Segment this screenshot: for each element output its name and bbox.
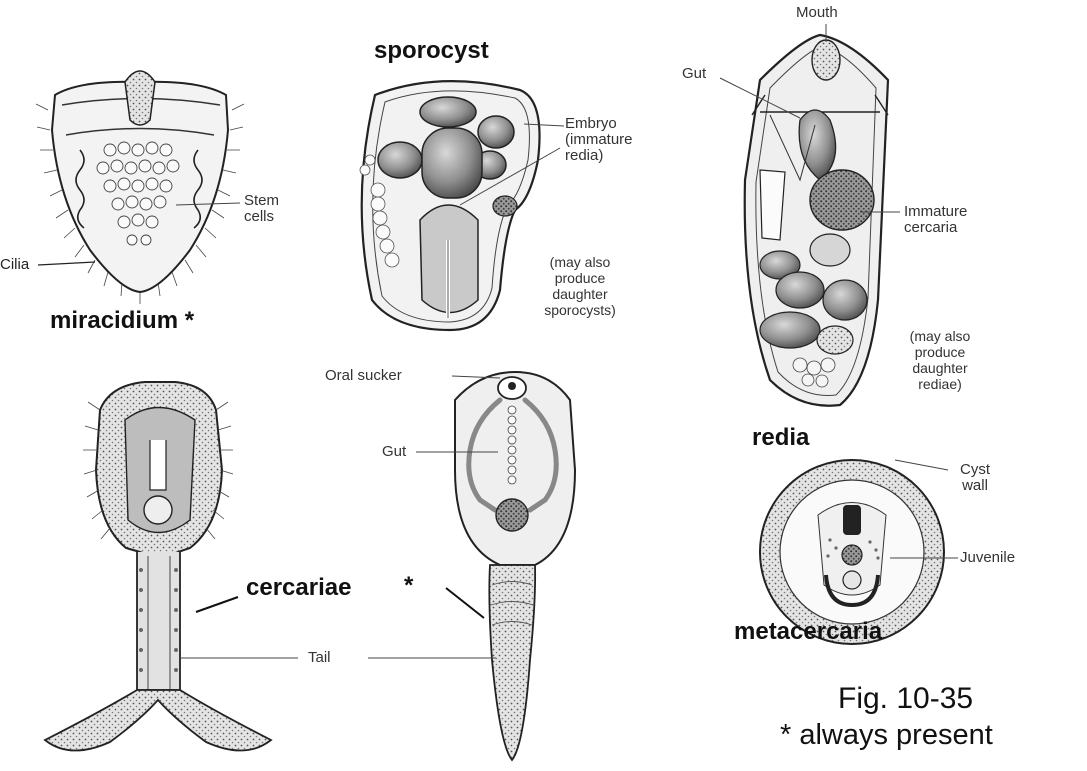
redia-title: redia bbox=[752, 424, 809, 452]
sporocyst-note-line-1: (may also bbox=[515, 254, 645, 270]
mouth-label: Mouth bbox=[796, 5, 838, 21]
stem-cells-line-1: Stem bbox=[244, 193, 279, 209]
metacercaria-drawing bbox=[760, 460, 958, 644]
embryo-line-2: (immature bbox=[565, 132, 633, 148]
sporocyst-note-line-3: daughter bbox=[515, 286, 645, 302]
stem-cells-line-2: cells bbox=[244, 209, 279, 225]
redia-drawing bbox=[720, 24, 900, 406]
redia-note-line-1: (may also bbox=[880, 328, 1000, 344]
metacercaria-title: metacercaria bbox=[734, 618, 882, 646]
redia-note-line-3: daughter bbox=[880, 360, 1000, 376]
tail-label: Tail bbox=[308, 650, 331, 666]
cyst-wall-line-1: Cyst bbox=[950, 462, 1000, 478]
juvenile-label: Juvenile bbox=[960, 550, 1015, 566]
redia-note-line-2: produce bbox=[880, 344, 1000, 360]
figure-number: Fig. 10-35 bbox=[838, 682, 973, 716]
immature-cercaria-label: Immature cercaria bbox=[904, 204, 967, 236]
cercariae-star: * bbox=[404, 572, 413, 600]
embryo-line-3: redia) bbox=[565, 148, 633, 164]
sporocyst-note: (may also produce daughter sporocysts) bbox=[515, 254, 645, 318]
cilia-label: Cilia bbox=[0, 257, 29, 273]
sporocyst-note-line-4: sporocysts) bbox=[515, 302, 645, 318]
cyst-wall-line-2: wall bbox=[950, 478, 1000, 494]
figure-note: * always present bbox=[780, 719, 993, 752]
redia-note-line-4: rediae) bbox=[880, 376, 1000, 392]
cyst-wall-label: Cyst wall bbox=[950, 462, 1000, 494]
redia-note: (may also produce daughter rediae) bbox=[880, 328, 1000, 392]
gut-label-cercaria: Gut bbox=[382, 444, 406, 460]
sporocyst-title: sporocyst bbox=[374, 37, 489, 65]
sporocyst-note-line-2: produce bbox=[515, 270, 645, 286]
cercaria-left-drawing bbox=[45, 382, 271, 751]
immature-cercaria-line-1: Immature bbox=[904, 204, 967, 220]
gut-label-redia: Gut bbox=[682, 66, 706, 82]
oral-sucker-label: Oral sucker bbox=[325, 368, 402, 384]
stem-cells-label: Stem cells bbox=[244, 193, 279, 225]
immature-cercaria-line-2: cercaria bbox=[904, 220, 967, 236]
cercaria-right-drawing bbox=[416, 372, 575, 760]
embryo-label: Embryo (immature redia) bbox=[565, 116, 633, 164]
embryo-line-1: Embryo bbox=[565, 116, 633, 132]
cercariae-title: cercariae bbox=[246, 574, 351, 602]
miracidium-title: miracidium * bbox=[50, 307, 194, 335]
miracidium-drawing bbox=[36, 71, 244, 304]
